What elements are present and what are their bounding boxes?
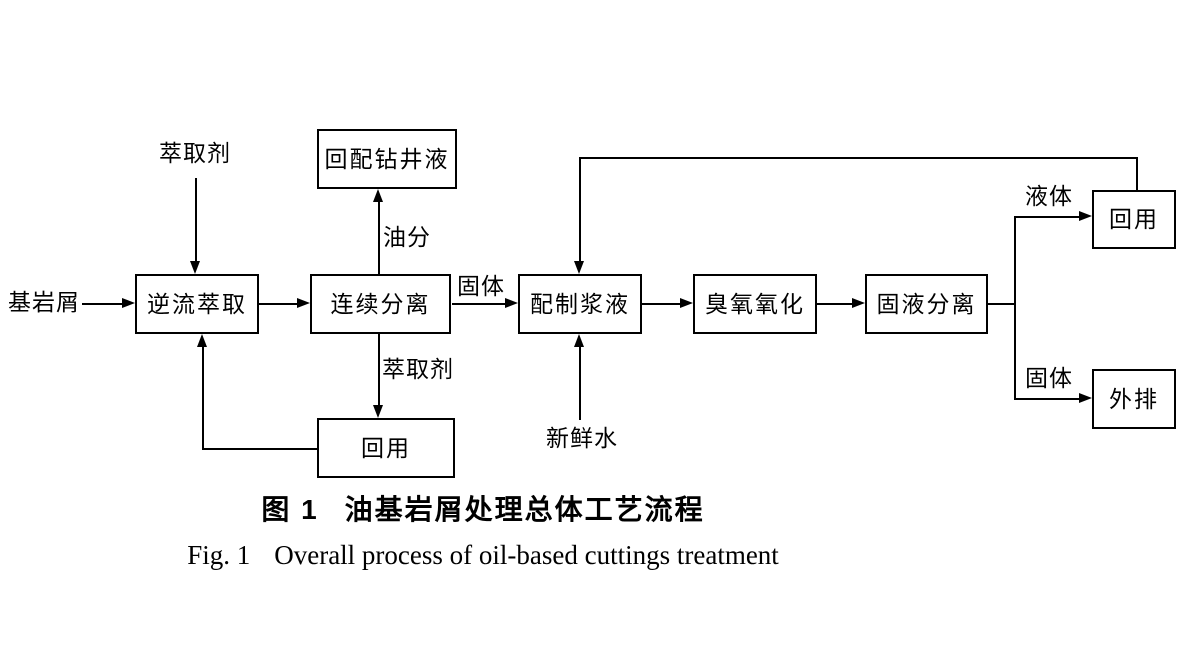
caption-chinese: 图 1 油基岩屑处理总体工艺流程 (261, 494, 704, 526)
edge-extraction-separation-line (259, 303, 298, 305)
edge-basecuttings-line (82, 303, 123, 305)
arrowhead-liquid-right (1079, 211, 1092, 221)
node-reuse-left: 回用 (317, 418, 455, 478)
arrowhead-slurry-ozone-right (680, 298, 693, 308)
label-liquid-out: 液体 (1025, 183, 1073, 209)
edge-solid-mid-line (452, 303, 506, 305)
caption-english: Fig. 1 Overall process of oil-based cutt… (187, 540, 779, 571)
label-base-cuttings: 基岩屑 (8, 289, 80, 315)
edge-oil-fraction-line (378, 200, 380, 274)
edge-ozone-separation-line (817, 303, 853, 305)
node-continuous-separation: 连续分离 (310, 274, 451, 334)
node-slurry-preparation: 配制浆液 (518, 274, 642, 334)
edge-fresh-water-line (579, 347, 581, 420)
edge-feedback-riser (1136, 158, 1138, 190)
edge-extractant-recycle-line (378, 334, 380, 406)
arrowhead-basecuttings-right (122, 298, 135, 308)
label-oil-fraction: 油分 (383, 224, 431, 250)
edge-feedback-drop (579, 158, 581, 262)
edge-feedback-top-line (579, 157, 1138, 159)
edge-separation-split-line (988, 303, 1016, 305)
label-solid-out: 固体 (1025, 365, 1073, 391)
edge-liquid-line (1014, 216, 1080, 218)
edge-solid-out-line (1014, 398, 1080, 400)
label-solid-mid: 固体 (457, 273, 505, 299)
arrowhead-feedback-down (574, 261, 584, 274)
node-discharge: 外排 (1092, 369, 1176, 429)
edge-reuse-return-vline (202, 346, 204, 450)
label-fresh-water: 新鲜水 (546, 425, 618, 451)
node-countercurrent-extraction: 逆流萃取 (135, 274, 259, 334)
caption-chinese-number: 图 1 (261, 494, 319, 525)
arrowhead-ozone-separation-right (852, 298, 865, 308)
edge-extractant-in-line (195, 178, 197, 262)
node-reuse-right: 回用 (1092, 190, 1176, 249)
edge-split-vline (1014, 216, 1016, 400)
arrowhead-solid-mid-right (505, 298, 518, 308)
arrowhead-reuse-return-up (197, 334, 207, 347)
node-recycle-drilling-fluid: 回配钻井液 (317, 129, 457, 189)
label-extractant-in: 萃取剂 (159, 140, 231, 166)
arrowhead-extractant-recycle-down (373, 405, 383, 418)
arrowhead-extraction-separation-right (297, 298, 310, 308)
arrowhead-oil-fraction-up (373, 189, 383, 202)
arrowhead-extractant-in-down (190, 261, 200, 274)
node-ozone-oxidation: 臭氧氧化 (693, 274, 817, 334)
caption-english-number: Fig. 1 (187, 540, 251, 570)
edge-slurry-ozone-line (642, 303, 681, 305)
node-solid-liquid-separation: 固液分离 (865, 274, 988, 334)
label-extractant-recycle: 萃取剂 (382, 356, 454, 382)
edge-reuse-return-hline (202, 448, 317, 450)
arrowhead-fresh-water-up (574, 334, 584, 347)
caption-chinese-title: 油基岩屑处理总体工艺流程 (344, 494, 705, 525)
arrowhead-solid-out-right (1079, 393, 1092, 403)
caption-english-title: Overall process of oil-based cuttings tr… (274, 540, 779, 570)
